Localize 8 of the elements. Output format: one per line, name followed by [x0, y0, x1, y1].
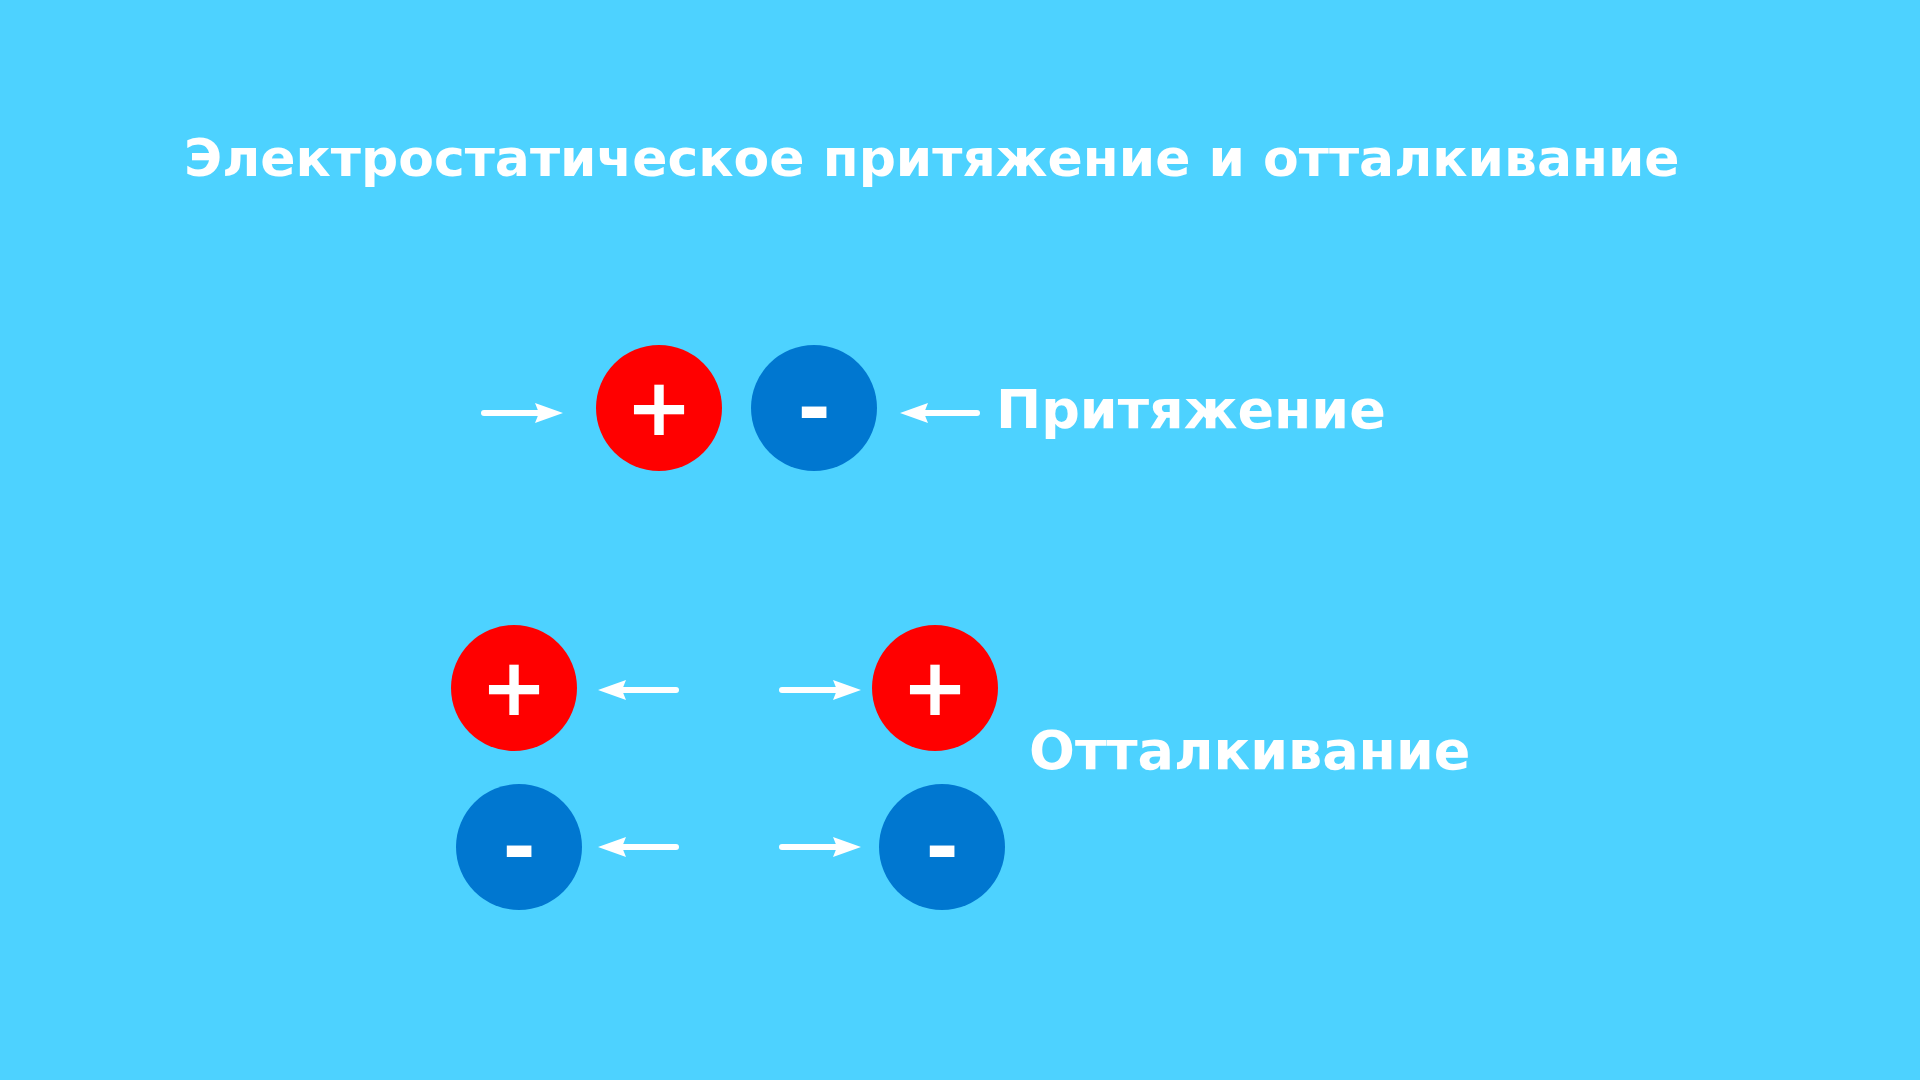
charge-circle: + — [596, 345, 722, 471]
charge-circle: + — [451, 625, 577, 751]
charge-circle: - — [751, 345, 877, 471]
charge-circle: - — [879, 784, 1005, 910]
charge-circle: - — [456, 784, 582, 910]
charge-circle: + — [872, 625, 998, 751]
force-label: Отталкивание — [1029, 724, 1471, 778]
force-label: Притяжение — [996, 383, 1386, 437]
